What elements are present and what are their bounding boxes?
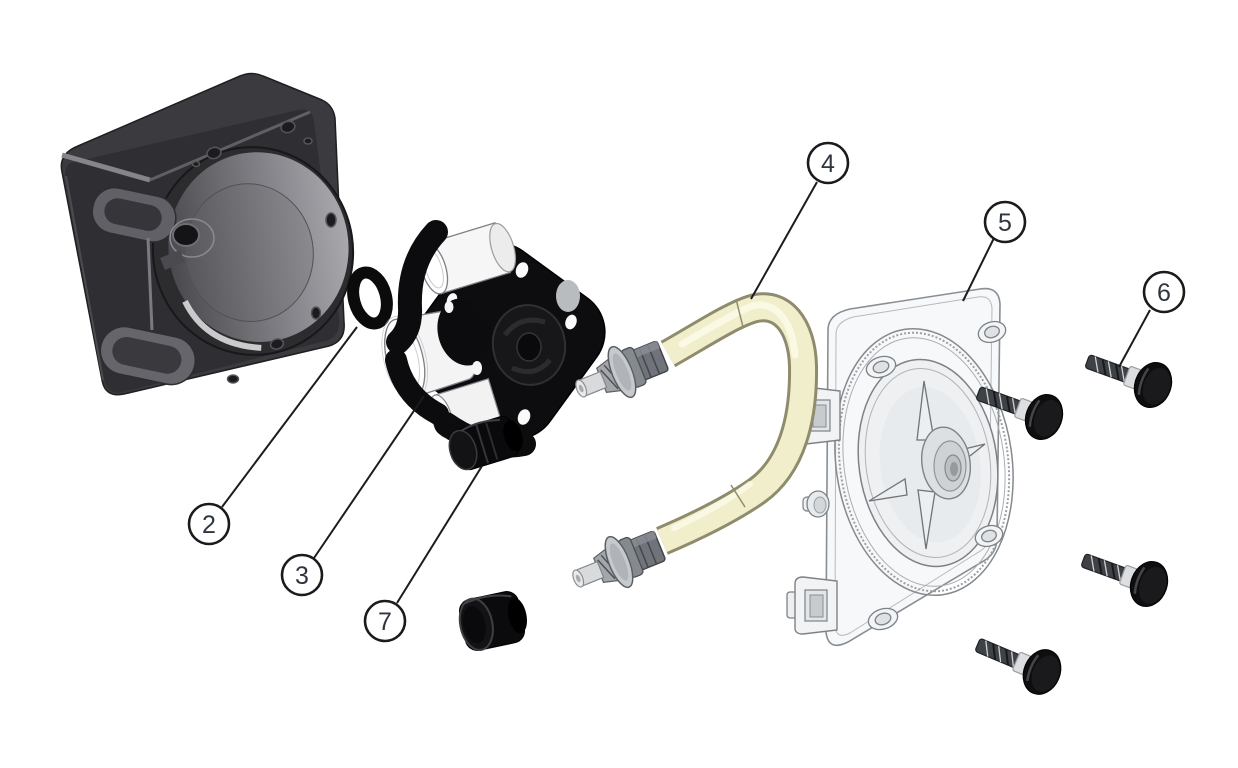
- rotor-flange-holes: [446, 262, 577, 425]
- callout-4-bubble: [806, 141, 850, 185]
- callout-7: 7: [363, 599, 407, 643]
- callout-2-number: 2: [202, 511, 216, 539]
- barb-fitting-bottom: [563, 519, 671, 606]
- callout-4: 4: [806, 141, 850, 185]
- housing-cutaway: [91, 186, 215, 386]
- thumbscrew-4: [967, 622, 1069, 702]
- tube-segment-mark-top: [735, 298, 744, 328]
- o-ring: [347, 266, 393, 330]
- tube-segment-mark-bottom: [730, 484, 746, 508]
- cover-plate: [786, 287, 1014, 647]
- plate-side-pin: [802, 490, 830, 518]
- pump-housing: [60, 72, 355, 396]
- plate-clip-bottom: [786, 576, 838, 635]
- callout-5-bubble: [983, 200, 1027, 244]
- callout-7-leader: [396, 465, 483, 604]
- callout-6-number: 6: [1157, 279, 1171, 307]
- roller-top: [419, 221, 517, 295]
- callout-leaders: [221, 181, 1151, 604]
- plate-corner-bosses: [865, 320, 1007, 631]
- loose-plug: [458, 591, 527, 651]
- callout-4-number: 4: [821, 150, 835, 178]
- callout-3-leader: [313, 395, 425, 559]
- callout-3-number: 3: [295, 562, 309, 590]
- cap-plug: [448, 415, 523, 471]
- housing-chamfer-highlight: [61, 152, 151, 183]
- callout-5-number: 5: [998, 209, 1012, 237]
- plate-gasket-ring: [834, 327, 1014, 597]
- tube-assembly: [563, 292, 819, 606]
- thumbscrew-3: [1074, 537, 1176, 614]
- callout-7-bubble: [363, 599, 407, 643]
- callout-3: 3: [280, 553, 324, 597]
- housing-bore: [151, 146, 355, 356]
- callout-7-number: 7: [378, 608, 392, 636]
- callout-2-leader: [221, 326, 358, 508]
- pump-head-rotor-assembly: [381, 220, 606, 471]
- callout-2-bubble: [187, 502, 231, 546]
- callout-6-bubble: [1142, 270, 1186, 314]
- callout-5: 5: [983, 200, 1027, 244]
- callout-4-leader: [750, 181, 818, 300]
- plate-hub: [921, 426, 971, 500]
- callout-6-leader: [1118, 309, 1151, 368]
- housing-mounting-holes: [191, 120, 337, 384]
- callout-2: 2: [187, 502, 231, 546]
- callout-5-leader: [962, 237, 995, 302]
- callout-6: 6: [1142, 270, 1186, 314]
- callout-3-bubble: [280, 553, 324, 597]
